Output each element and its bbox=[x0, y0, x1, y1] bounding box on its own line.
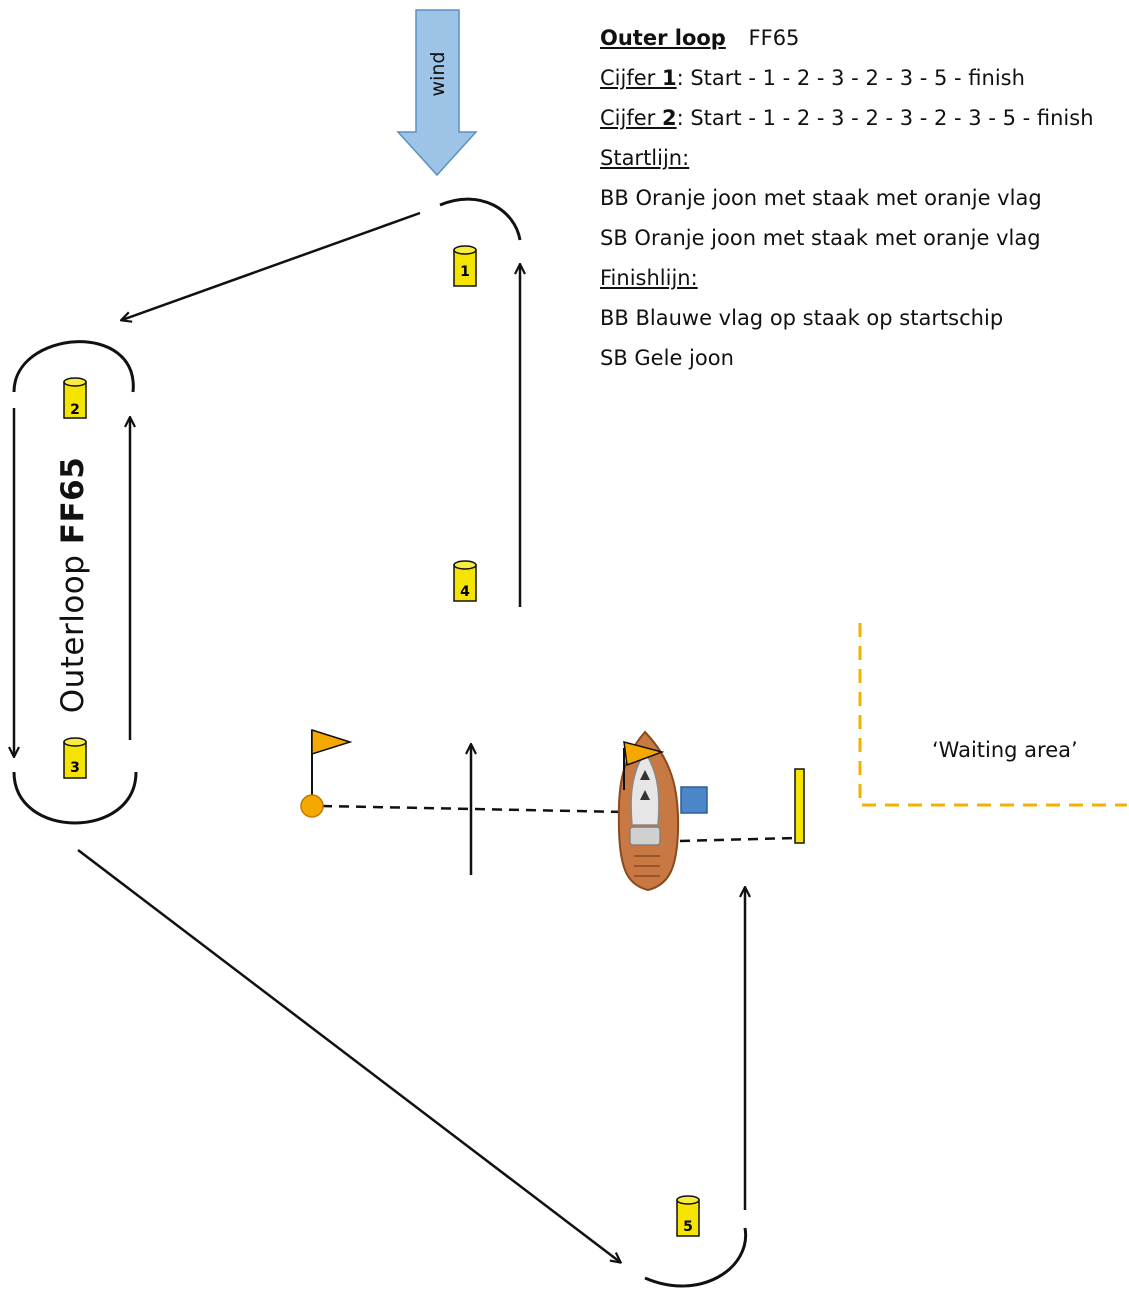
course-name-label: Outerloop FF65 bbox=[55, 457, 91, 714]
wind-arrow bbox=[396, 9, 478, 177]
finishlijn-heading: Finishlijn: bbox=[600, 266, 698, 290]
waiting-area-label: ‘Waiting area’ bbox=[932, 738, 1078, 762]
finish-line bbox=[679, 836, 797, 843]
buoy-number-4: 4 bbox=[460, 584, 470, 600]
buoy-mark-1: 1 bbox=[453, 245, 477, 287]
rounding-arc-mark-1 bbox=[439, 197, 522, 241]
finishlijn-bb: BB Blauwe vlag op staak op startschip bbox=[600, 306, 1004, 330]
buoy-mark-4: 4 bbox=[453, 560, 477, 602]
finish-yellow-buoy bbox=[794, 768, 805, 844]
rounding-arc-mark-5 bbox=[644, 1227, 748, 1288]
route-cijfer-1: Cijfer 1: Start - 1 - 2 - 3 - 2 - 3 - 5 … bbox=[600, 58, 1094, 98]
legend-title: Outer loop bbox=[600, 26, 726, 50]
cijfer-2-number: 2 bbox=[661, 106, 677, 130]
startlijn-bb: BB Oranje joon met staak met oranje vlag bbox=[600, 186, 1042, 210]
rounding-arc-mark-2 bbox=[12, 340, 135, 393]
cijfer-2-label: Cijfer bbox=[600, 106, 662, 130]
buoy-number-1: 1 bbox=[460, 264, 470, 280]
cijfer-2-route: : Start - 1 - 2 - 3 - 2 - 3 - 2 - 3 - 5 … bbox=[676, 106, 1094, 130]
blue-flag bbox=[680, 786, 708, 814]
wind-label: wind bbox=[427, 51, 449, 97]
buoy-number-2: 2 bbox=[70, 402, 80, 418]
buoy-number-3: 3 bbox=[70, 760, 80, 776]
waiting-area-boundary bbox=[858, 623, 1127, 807]
cijfer-1-number: 1 bbox=[661, 66, 677, 90]
course-name-plain: Outerloop bbox=[55, 544, 91, 714]
leg-arrow-3-to-5 bbox=[77, 849, 620, 1262]
finishlijn-sb: SB Gele joon bbox=[600, 346, 734, 370]
cijfer-1-label: Cijfer bbox=[600, 66, 662, 90]
buoy-mark-2: 2 bbox=[63, 377, 87, 419]
buoy-mark-3: 3 bbox=[63, 737, 87, 779]
buoy-mark-5: 5 bbox=[676, 1195, 700, 1237]
course-legend: Outer loop FF65 Cijfer 1: Start - 1 - 2 … bbox=[600, 18, 1094, 378]
cijfer-1-route: : Start - 1 - 2 - 3 - 2 - 3 - 5 - finish bbox=[676, 66, 1025, 90]
route-cijfer-2: Cijfer 2: Start - 1 - 2 - 3 - 2 - 3 - 2 … bbox=[600, 98, 1094, 138]
legend-title-row: Outer loop FF65 bbox=[600, 18, 1094, 58]
rounding-arc-mark-3 bbox=[12, 771, 138, 825]
leg-arrow-1-to-2 bbox=[122, 211, 421, 320]
start-pin-flag bbox=[300, 728, 353, 818]
committee-boat bbox=[617, 730, 680, 892]
startlijn-heading: Startlijn: bbox=[600, 146, 690, 170]
legend-subtitle: FF65 bbox=[748, 26, 800, 50]
start-line bbox=[321, 804, 626, 814]
buoy-number-5: 5 bbox=[683, 1219, 693, 1235]
startlijn-sb: SB Oranje joon met staak met oranje vlag bbox=[600, 226, 1041, 250]
course-name-bold: FF65 bbox=[55, 456, 91, 545]
